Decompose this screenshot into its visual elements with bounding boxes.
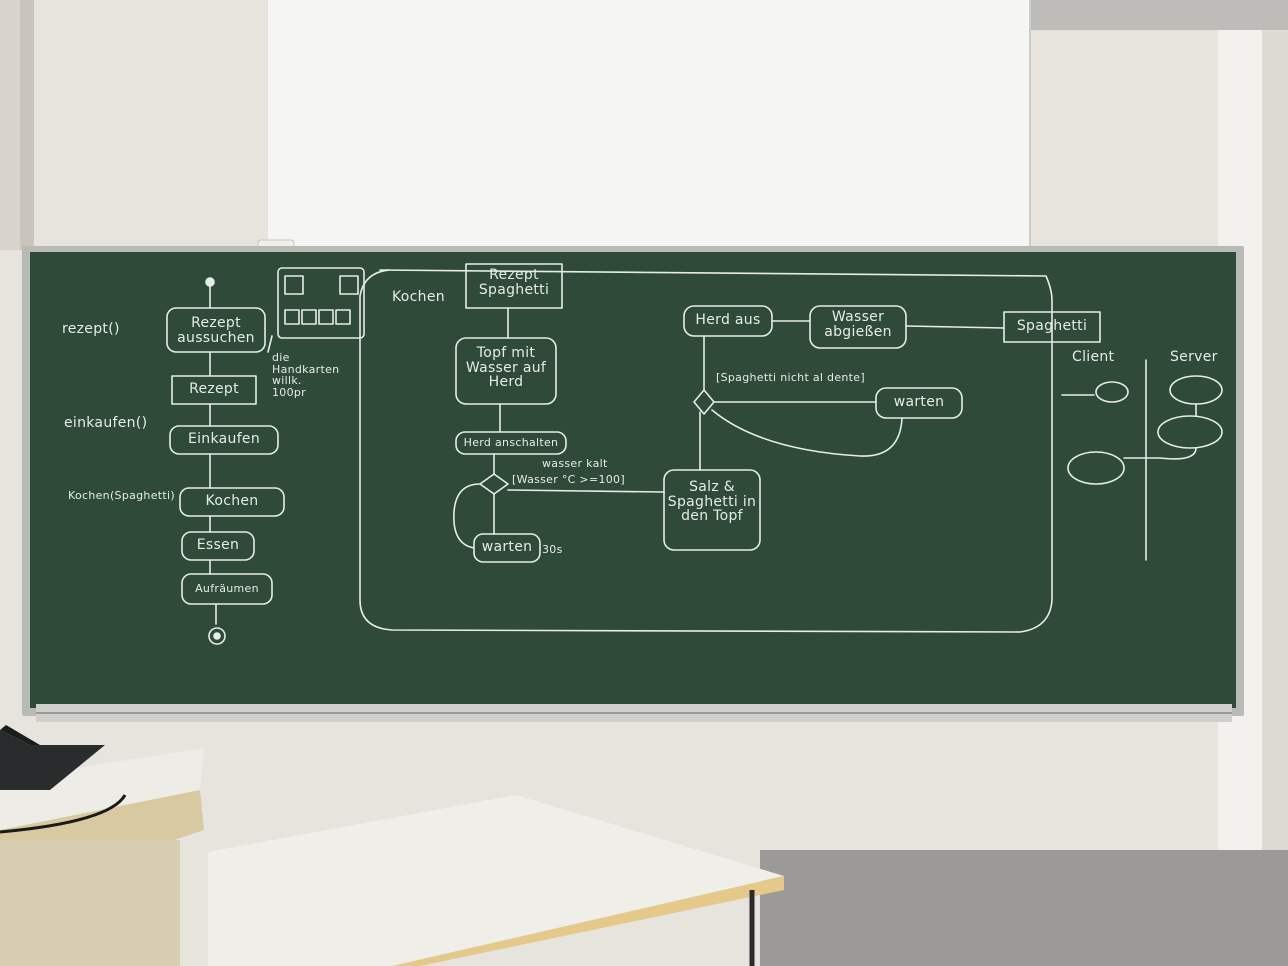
node-essen: Essen — [196, 537, 240, 553]
guard-al-dente: [Spaghetti nicht al dente] — [716, 371, 865, 384]
laptop — [0, 730, 105, 790]
node-warten-done: warten — [893, 394, 945, 410]
node-warten-loop-time: 30s — [542, 543, 563, 556]
guard-temp: [Wasser °C >=100] — [512, 473, 625, 486]
node-kochen: Kochen — [205, 493, 259, 509]
projector-screen — [268, 0, 1030, 250]
lectern-desk — [0, 748, 204, 830]
chalkboard — [30, 252, 1236, 708]
node-topf: Topf mit Wasser auf Herd — [465, 345, 547, 391]
guard-wasser-kalt: wasser kalt — [542, 457, 608, 470]
table — [208, 795, 784, 966]
node-herd-an: Herd anschalten — [463, 436, 559, 449]
label-kochen-call: Kochen(Spaghetti) — [68, 489, 175, 502]
floor — [760, 850, 1288, 966]
node-aufraeumen: Aufräumen — [195, 582, 259, 595]
node-abgiessen: Wasser abgießen — [824, 309, 892, 340]
node-rezept: Rezept — [189, 381, 239, 397]
activity-label: Kochen — [392, 289, 445, 305]
card-note: die Handkarten willk. 100pr — [272, 351, 340, 399]
label-server: Server — [1170, 349, 1218, 365]
node-salz: Salz & Spaghetti in den Topf — [667, 479, 757, 525]
label-rezept-call: rezept() — [62, 321, 120, 337]
node-rezept-aussuchen: Rezept aussuchen — [177, 315, 255, 346]
label-einkaufen-call: einkaufen() — [64, 415, 148, 431]
node-einkaufen: Einkaufen — [187, 431, 261, 447]
node-warten-loop: warten — [481, 539, 533, 555]
label-client: Client — [1072, 349, 1115, 365]
node-herd-aus: Herd aus — [695, 312, 761, 328]
activity-param: Rezept Spaghetti — [478, 267, 550, 298]
node-output: Spaghetti — [1016, 318, 1088, 334]
